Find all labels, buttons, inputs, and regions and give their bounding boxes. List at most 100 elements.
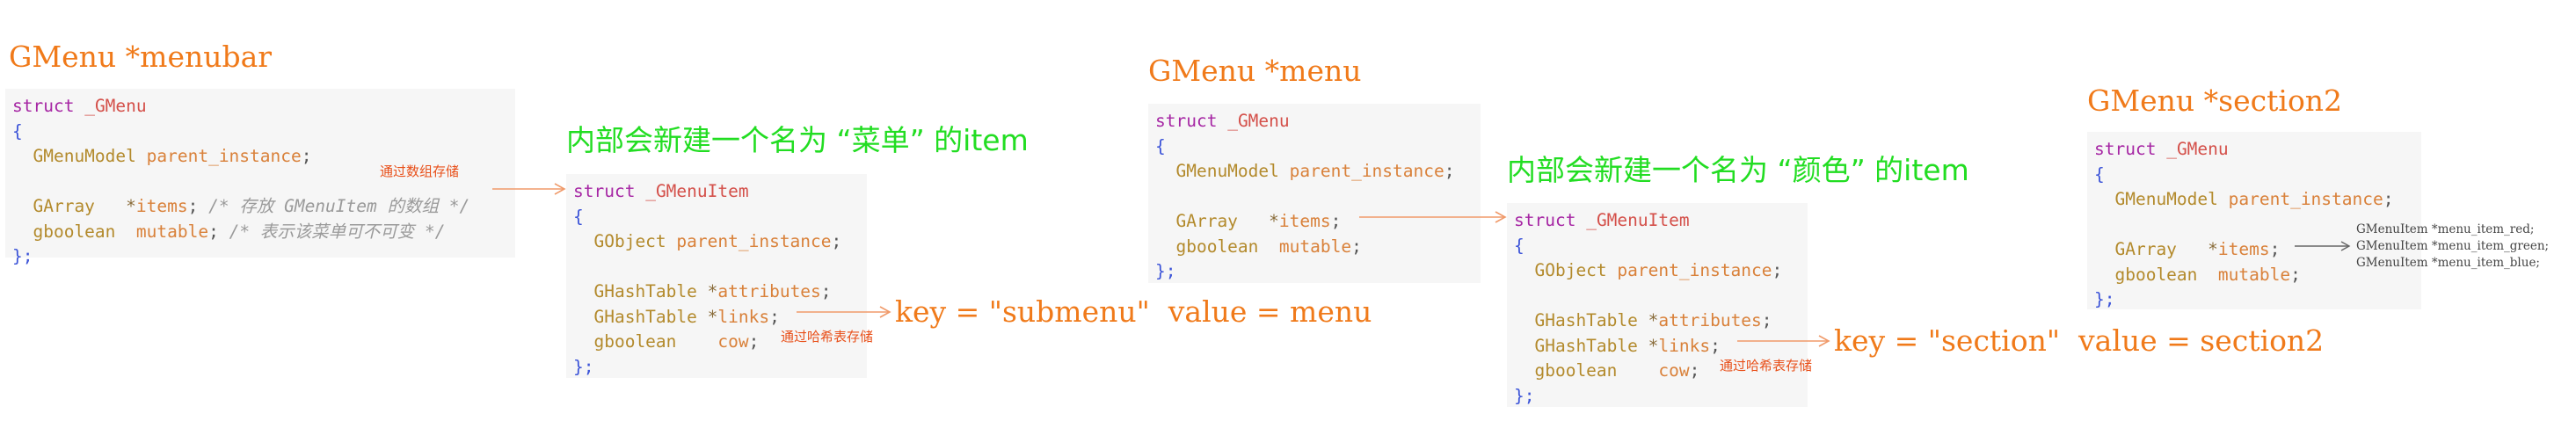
field-name: links bbox=[1658, 335, 1711, 356]
menu-title: GMenu *menu bbox=[1148, 54, 1362, 88]
field-name: items bbox=[135, 196, 188, 216]
semicolon: ; bbox=[769, 306, 780, 327]
code-line: GArray *items; bbox=[2094, 237, 2414, 263]
menubar-title: GMenu *menubar bbox=[9, 40, 273, 74]
field-name: parent_instance bbox=[1289, 161, 1444, 181]
semicolon: ; bbox=[831, 231, 842, 251]
field-type: GMenuModel bbox=[2114, 189, 2218, 209]
list-item: GMenuItem *menu_item_green; bbox=[2356, 239, 2550, 253]
field-name: parent_instance bbox=[2228, 189, 2383, 209]
code-line: GArray *items; bbox=[1155, 209, 1474, 235]
code-comment: /* 存放 GMenuItem 的数组 */ bbox=[208, 196, 470, 216]
semicolon: ; bbox=[1710, 335, 1721, 356]
code-comment: /* 表示该菜单可不可变 */ bbox=[229, 221, 446, 242]
code-line: }; bbox=[1155, 259, 1474, 285]
code-line: gboolean mutable; bbox=[1155, 235, 1474, 260]
field-name: cow bbox=[717, 331, 749, 352]
field-type: GObject bbox=[593, 231, 666, 251]
pointer-star: * bbox=[2208, 239, 2218, 259]
field-name: cow bbox=[1658, 360, 1690, 381]
close-brace: }; bbox=[12, 246, 33, 266]
hash-storage-note: 通过哈希表存储 bbox=[781, 329, 874, 345]
field-name: parent_instance bbox=[146, 146, 302, 166]
code-line: { bbox=[2094, 163, 2414, 188]
code-line: GHashTable *attributes; bbox=[1514, 308, 1801, 334]
semicolon: ; bbox=[2383, 189, 2394, 209]
menu-item-struct-code: struct _GMenuItem { GObject parent_insta… bbox=[566, 174, 867, 378]
submenu-link-kv: key = "submenu" value = menu bbox=[895, 294, 1372, 329]
close-brace: }; bbox=[2094, 289, 2115, 309]
semicolon: ; bbox=[1351, 236, 1362, 257]
field-type: GHashTable bbox=[1534, 335, 1638, 356]
semicolon: ; bbox=[2290, 264, 2301, 285]
menubar-struct-code: struct _GMenu { GMenuModel parent_instan… bbox=[5, 89, 515, 266]
struct-keyword: struct bbox=[12, 96, 75, 116]
code-line: struct _GMenu bbox=[2094, 137, 2414, 163]
code-line: }; bbox=[2094, 287, 2414, 313]
semicolon: ; bbox=[748, 331, 760, 352]
code-line: GMenuModel parent_instance; bbox=[12, 144, 508, 170]
field-name: mutable bbox=[2217, 264, 2291, 285]
code-line: { bbox=[1514, 234, 1801, 259]
code-line: struct _GMenu bbox=[12, 94, 508, 120]
code-line: }; bbox=[12, 244, 508, 270]
struct-name: _GMenuItem bbox=[645, 181, 749, 201]
code-line: }; bbox=[1514, 384, 1801, 410]
code-line: gboolean mutable; bbox=[2094, 263, 2414, 288]
struct-keyword: struct bbox=[1514, 210, 1576, 230]
section2-struct-code: struct _GMenu { GMenuModel parent_instan… bbox=[2087, 132, 2421, 309]
open-brace: { bbox=[1514, 235, 1524, 256]
pointer-star: * bbox=[126, 196, 136, 216]
field-type: gboolean bbox=[2114, 264, 2198, 285]
semicolon: ; bbox=[208, 221, 219, 242]
pointer-star: * bbox=[1648, 310, 1659, 330]
struct-name: _GMenu bbox=[1227, 111, 1290, 131]
semicolon: ; bbox=[820, 281, 832, 301]
color-item-struct-code: struct _GMenuItem { GObject parent_insta… bbox=[1507, 203, 1808, 407]
field-name: mutable bbox=[1278, 236, 1352, 257]
section2-title: GMenu *section2 bbox=[2087, 83, 2343, 118]
code-line: { bbox=[1155, 134, 1474, 160]
open-brace: { bbox=[2094, 163, 2105, 185]
code-line: GHashTable *links; bbox=[1514, 334, 1801, 359]
close-brace: }; bbox=[1514, 385, 1535, 406]
field-type: GHashTable bbox=[1534, 310, 1638, 330]
code-line: { bbox=[573, 205, 860, 230]
field-type: GArray bbox=[33, 196, 95, 216]
field-name: attributes bbox=[1658, 310, 1762, 330]
code-line: GMenuModel parent_instance; bbox=[1155, 159, 1474, 185]
pointer-star: * bbox=[707, 306, 718, 327]
field-type: GArray bbox=[1175, 211, 1238, 231]
field-type: GArray bbox=[2114, 239, 2177, 259]
list-item: GMenuItem *menu_item_red; bbox=[2356, 222, 2535, 236]
field-type: gboolean bbox=[1534, 360, 1618, 381]
semicolon: ; bbox=[1330, 211, 1342, 231]
color-item-heading: 内部会新建一个名为 “颜色” 的item bbox=[1507, 153, 1969, 187]
field-type: gboolean bbox=[33, 221, 116, 242]
field-name: parent_instance bbox=[676, 231, 832, 251]
semicolon: ; bbox=[1689, 360, 1700, 381]
code-line: GHashTable *links; bbox=[573, 305, 860, 330]
array-storage-note: 通过数组存储 bbox=[380, 163, 460, 179]
field-type: GMenuModel bbox=[1175, 161, 1279, 181]
field-type: GMenuModel bbox=[33, 146, 136, 166]
struct-keyword: struct bbox=[2094, 139, 2157, 159]
field-type: gboolean bbox=[593, 331, 677, 352]
code-line: }; bbox=[573, 355, 860, 381]
field-name: mutable bbox=[135, 221, 209, 242]
open-brace: { bbox=[12, 120, 23, 142]
struct-name: _GMenuItem bbox=[1586, 210, 1690, 230]
field-name: items bbox=[2217, 239, 2270, 259]
close-brace: }; bbox=[573, 356, 594, 377]
close-brace: }; bbox=[1155, 261, 1176, 281]
pointer-star: * bbox=[707, 281, 718, 301]
code-line: gboolean cow; bbox=[573, 330, 860, 355]
field-name: links bbox=[717, 306, 770, 327]
links-to-section-arrow bbox=[1737, 335, 1830, 347]
semicolon: ; bbox=[1772, 260, 1783, 280]
struct-keyword: struct bbox=[573, 181, 636, 201]
code-line: GMenuModel parent_instance; bbox=[2094, 187, 2414, 213]
struct-name: _GMenu bbox=[2166, 139, 2229, 159]
pointer-star: * bbox=[1269, 211, 1279, 231]
